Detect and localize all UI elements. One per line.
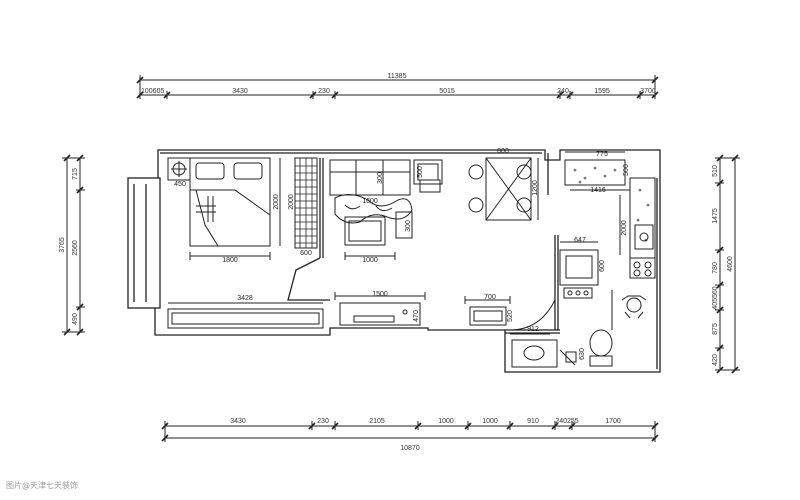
side-table-label: 500 bbox=[417, 166, 424, 178]
window-bench bbox=[167, 308, 324, 329]
dining-length-label: 1200 bbox=[532, 180, 539, 196]
dining-width-label: 800 bbox=[497, 148, 509, 155]
bottom-seg-1: 3430 bbox=[230, 418, 246, 425]
furniture-labels: 1800 2000 2000 600 450 3428 300 1600 100… bbox=[174, 148, 630, 360]
top-overall-label: 11385 bbox=[388, 73, 407, 80]
bottom-seg-5: 1000 bbox=[482, 418, 498, 425]
bedroom bbox=[167, 157, 324, 329]
nightstand-label: 450 bbox=[174, 181, 186, 188]
right-dimension-lines bbox=[715, 154, 740, 374]
bottom-overall-label: 10870 bbox=[400, 445, 420, 452]
right-dimension-labels: 510 1475 780 405560 875 420 4600 bbox=[712, 165, 734, 366]
right-seg-4: 405560 bbox=[712, 286, 719, 309]
bottom-seg-2: 230 bbox=[317, 418, 329, 425]
top-dimension-lines bbox=[136, 75, 659, 99]
vanity bbox=[511, 339, 558, 368]
sofa bbox=[329, 159, 411, 196]
bed-length-label: 2000 bbox=[273, 194, 280, 210]
sofa-width-label: 1600 bbox=[362, 198, 378, 205]
console-table bbox=[469, 306, 507, 326]
walls bbox=[127, 149, 661, 373]
watermark: 图片@天津七天装饰 bbox=[6, 481, 78, 490]
kitchen-depth-label: 2000 bbox=[621, 220, 628, 236]
top-seg-1: 100605 bbox=[141, 88, 164, 95]
kitchen-side-label: 500 bbox=[623, 164, 630, 176]
tv-cabinet bbox=[339, 302, 421, 326]
right-overall-label: 4600 bbox=[727, 256, 734, 272]
left-seg-2: 2560 bbox=[72, 240, 79, 256]
bottom-seg-6: 910 bbox=[527, 418, 539, 425]
right-seg-6: 420 bbox=[712, 354, 719, 366]
armchair-label: 300 bbox=[405, 220, 412, 232]
bottom-seg-8: 1700 bbox=[605, 418, 621, 425]
appliance-width-label: 647 bbox=[574, 237, 586, 244]
wardrobe-width-label: 600 bbox=[300, 250, 312, 257]
wardrobe-depth-label: 2000 bbox=[288, 194, 295, 210]
bottom-seg-3: 2105 bbox=[369, 418, 385, 425]
bed bbox=[189, 157, 271, 247]
coffee-table bbox=[344, 216, 386, 246]
right-seg-3: 780 bbox=[712, 262, 719, 274]
console-depth-label: 520 bbox=[507, 310, 514, 322]
bottom-seg-4: 1000 bbox=[438, 418, 454, 425]
kitchen-counter-label: 1416 bbox=[590, 187, 606, 194]
bench-label: 3428 bbox=[237, 295, 253, 302]
right-seg-5: 875 bbox=[712, 323, 719, 335]
toilet bbox=[589, 329, 613, 357]
kitchen bbox=[559, 151, 656, 299]
bottom-dimension-labels: 3430 230 2105 1000 1000 910 240255 1700 … bbox=[230, 418, 621, 452]
tv-cabinet-label: 1500 bbox=[372, 291, 388, 298]
appliance-depth-label: 600 bbox=[599, 260, 606, 272]
appliance bbox=[559, 249, 599, 286]
tv-width-label: 470 bbox=[413, 310, 420, 322]
sofa-depth-label: 300 bbox=[377, 172, 384, 184]
right-seg-1: 510 bbox=[712, 165, 719, 177]
left-seg-1: 715 bbox=[72, 168, 79, 180]
left-dimension-lines bbox=[62, 154, 85, 336]
left-overall-label: 3765 bbox=[59, 237, 66, 253]
bottom-seg-7: 240255 bbox=[555, 418, 578, 425]
living-room bbox=[329, 159, 443, 326]
top-seg-5: 240 bbox=[557, 88, 569, 95]
coffee-table-label: 1000 bbox=[362, 257, 378, 264]
top-dimension-labels: 11385 100605 3430 230 5015 240 1595 3700 bbox=[141, 73, 656, 95]
bath-vanity-label: 912 bbox=[527, 326, 539, 333]
bed-width-label: 1800 bbox=[222, 257, 238, 264]
top-seg-4: 5015 bbox=[439, 88, 455, 95]
kitchen-counter bbox=[564, 159, 626, 186]
dining-table bbox=[485, 157, 532, 221]
top-seg-7: 3700 bbox=[640, 88, 656, 95]
bottom-dimension-lines bbox=[161, 421, 659, 442]
dining-area bbox=[464, 149, 556, 331]
top-seg-3: 230 bbox=[318, 88, 330, 95]
top-seg-2: 3430 bbox=[232, 88, 248, 95]
console-label: 700 bbox=[484, 294, 496, 301]
top-seg-6: 1595 bbox=[594, 88, 610, 95]
left-seg-3: 490 bbox=[72, 313, 79, 325]
right-seg-2: 1475 bbox=[712, 208, 719, 224]
left-dimension-labels: 3765 715 2560 490 bbox=[59, 168, 79, 325]
bath-side-label: 630 bbox=[579, 348, 586, 360]
bathroom bbox=[510, 290, 647, 368]
kitchen-top-label: 775 bbox=[596, 151, 608, 158]
